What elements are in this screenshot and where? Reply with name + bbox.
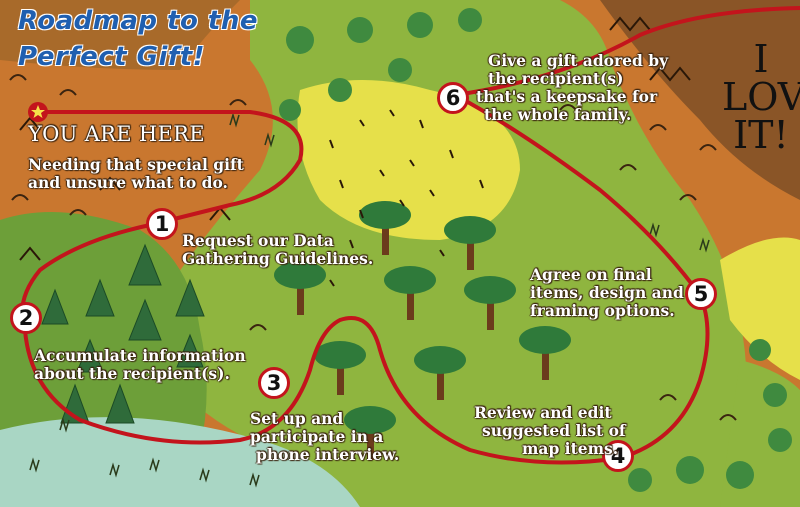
mountain-region — [600, 0, 800, 200]
step-5-text-line-3: framing options. — [530, 301, 675, 320]
step-6-marker: 6 — [437, 82, 469, 114]
you-are-here-label: YOU ARE HERE — [28, 122, 205, 146]
bush-icon — [279, 8, 792, 492]
gift-route-path — [20, 6, 800, 465]
upper-left-earth — [0, 0, 240, 70]
step-2-text-line-1: Accumulate information — [34, 346, 246, 365]
step-3-text-line-1: Set up and — [250, 409, 344, 428]
map-title-line-2: Perfect Gift! — [18, 42, 206, 72]
sand-patch-right — [720, 237, 800, 380]
end-message: I LOVE IT! — [722, 40, 800, 154]
start-text-line-2: and unsure what to do. — [28, 173, 228, 192]
step-4-text-line-3: map items. — [522, 439, 619, 458]
step-6-text-line-2: the recipient(s) — [488, 69, 624, 88]
step-4-marker: 4 — [602, 440, 634, 472]
start-text-line-1: Needing that special gift — [28, 155, 244, 174]
step-6-text-line-3: that's a keepsake for — [476, 87, 658, 106]
step-6-text-line-4: the whole family. — [484, 105, 632, 124]
step-3-marker: 3 — [258, 367, 290, 399]
step-5-text-line-2: items, design and — [530, 283, 684, 302]
step-1-text-line-2: Gathering Guidelines. — [182, 249, 374, 268]
grass-tuft-icon — [29, 112, 710, 488]
star-icon — [28, 102, 48, 122]
step-3-text-line-2: participate in a — [250, 427, 384, 446]
palm-tree-icon — [274, 201, 571, 460]
step-4-text-line-2: suggested list of — [482, 421, 626, 440]
sand-region — [297, 80, 520, 240]
end-message-line-2: LOVE — [722, 75, 800, 119]
step-1-text-line-1: Request our Data — [182, 231, 334, 250]
meadow-region — [0, 417, 360, 507]
map-title-line-1: Roadmap to the — [18, 6, 258, 36]
hill-marks — [9, 74, 737, 421]
step-1-marker: 1 — [146, 208, 178, 240]
step-3-text-line-3: phone interview. — [256, 445, 400, 464]
sand-dashes — [329, 109, 484, 287]
step-4-text-line-1: Review and edit — [474, 403, 612, 422]
step-2-text-line-2: about the recipient(s). — [34, 364, 230, 383]
step-2-marker: 2 — [10, 302, 42, 334]
end-message-line-3: IT! — [733, 113, 789, 157]
end-message-line-1: I — [753, 37, 769, 81]
step-5-text-line-1: Agree on final — [530, 265, 652, 284]
step-5-marker: 5 — [685, 278, 717, 310]
step-6-text-line-1: Give a gift adored by — [488, 51, 669, 70]
pine-tree-icon — [41, 243, 205, 424]
